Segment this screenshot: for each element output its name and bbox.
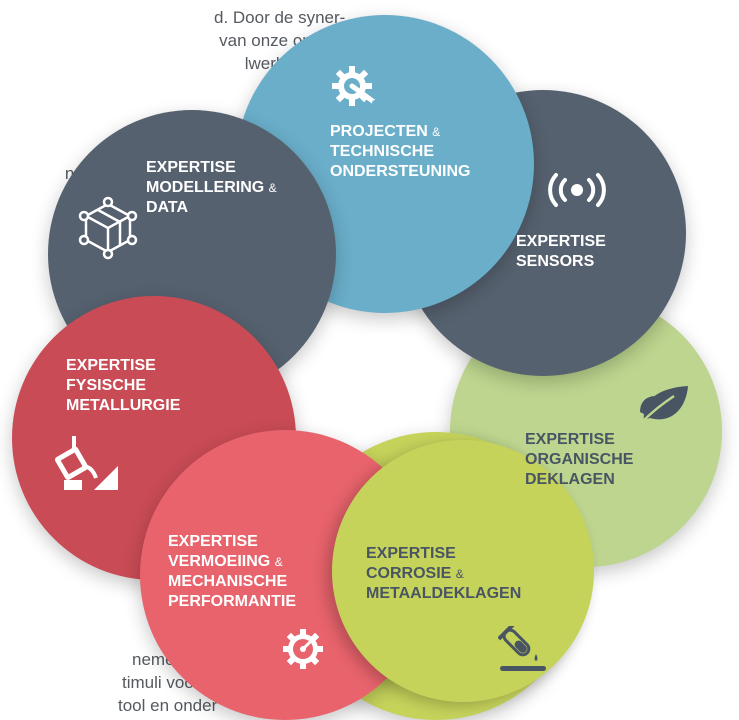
label-line: CORROSIE xyxy=(366,565,452,582)
label-line: METAALDEKLAGEN xyxy=(366,585,522,602)
paragraph-line: tool en onder xyxy=(118,696,218,715)
label-line: SENSORS xyxy=(516,253,595,270)
segment-vermoeiing-label: EXPERTISE VERMOEIING & MECHANISCHE PERFO… xyxy=(168,532,296,612)
label-line: PERFORMANTIE xyxy=(168,593,296,610)
label-line: EXPERTISE xyxy=(146,159,236,176)
label-line: MODELLERING xyxy=(146,179,265,196)
segment-corrosie-circle-front[interactable] xyxy=(332,440,594,702)
label-line: METALLURGIE xyxy=(66,397,181,414)
segment-organische-label: EXPERTISE ORGANISCHE DEKLAGEN xyxy=(525,430,633,490)
gear-wrench-icon xyxy=(332,66,378,106)
label-line: ORGANISCHE xyxy=(525,451,634,468)
gauge-icon xyxy=(283,629,323,669)
signal-broadcast-icon xyxy=(548,173,606,207)
label-line: EXPERTISE xyxy=(168,533,258,550)
segment-modellering-label: EXPERTISE MODELLERING & DATA xyxy=(146,158,277,218)
segment-projecten-label: PROJECTEN & TECHNISCHE ONDERSTEUNING xyxy=(330,122,470,182)
ampersand: & xyxy=(455,567,464,581)
label-line: MECHANISCHE xyxy=(168,573,288,590)
label-line: PROJECTEN xyxy=(330,123,428,140)
segment-sensors-label: EXPERTISE SENSORS xyxy=(516,232,606,272)
paragraph-line: timuli voor xyxy=(122,673,200,692)
label-line: EXPERTISE xyxy=(366,545,456,562)
ampersand: & xyxy=(268,181,277,195)
ladle-pour-icon xyxy=(54,436,118,490)
ampersand: & xyxy=(432,125,441,139)
ampersand: & xyxy=(274,555,283,569)
label-line: DEKLAGEN xyxy=(525,471,615,488)
segment-fysische-label: EXPERTISE FYSISCHE METALLURGIE xyxy=(66,356,180,416)
label-line: DATA xyxy=(146,199,189,216)
leaf-icon xyxy=(640,386,688,423)
segment-corrosie-label: EXPERTISE CORROSIE & METAALDEKLAGEN xyxy=(366,544,521,604)
test-tube-icon xyxy=(498,626,546,671)
label-line: ONDERSTEUNING xyxy=(330,163,471,180)
label-line: VERMOEIING xyxy=(168,553,271,570)
label-line: TECHNISCHE xyxy=(330,143,435,160)
label-line: EXPERTISE xyxy=(516,233,606,250)
paragraph-line: d. Door de syner- xyxy=(214,8,346,27)
label-line: EXPERTISE xyxy=(525,431,615,448)
label-line: FYSISCHE xyxy=(66,377,147,394)
label-line: EXPERTISE xyxy=(66,357,156,374)
cube-network-icon xyxy=(78,196,138,260)
